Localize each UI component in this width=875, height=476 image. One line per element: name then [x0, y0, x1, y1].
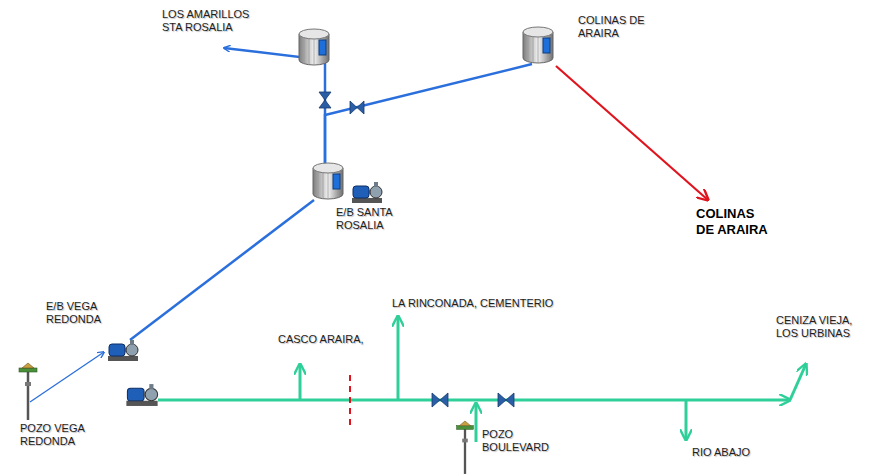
pipe-connector — [325, 64, 532, 164]
node-label: E/B VEGA REDONDA — [46, 300, 120, 326]
place-label: CENIZA VIEJA, LOS URBINAS — [776, 314, 864, 340]
pipe-connector — [556, 66, 708, 200]
node-label: COLINAS DE ARAIRA — [696, 206, 774, 238]
pipe-connector — [224, 48, 325, 164]
node-label: E/B SANTA ROSALIA — [336, 206, 406, 232]
valve-symbol — [319, 92, 514, 407]
pipe-connector — [130, 200, 314, 340]
place-label: RIO ABAJO — [692, 446, 750, 459]
pipe-connector — [30, 352, 104, 402]
pumping-station: E/B VEGA REDONDA — [46, 300, 140, 362]
pump-symbol — [126, 384, 157, 406]
storage-tank: COLINAS DE ARAIRA — [520, 14, 658, 66]
icon — [520, 24, 556, 66]
well-symbol — [457, 421, 474, 474]
distribution-main — [158, 316, 806, 442]
place-label: POZO BOULEVARD — [482, 428, 554, 454]
cut-line — [349, 375, 351, 428]
icon — [14, 362, 94, 420]
well: POZO VEGA REDONDA — [6, 362, 94, 448]
pumping-station: E/B SANTA ROSALIA — [310, 160, 406, 232]
icon — [310, 160, 406, 206]
destination-label: COLINAS DE ARAIRA — [696, 206, 774, 238]
place-label: CASCO ARAIRA, — [278, 333, 364, 346]
destination-label: LOS AMARILLOS STA ROSALIA — [162, 8, 258, 34]
node-label: LOS AMARILLOS STA ROSALIA — [162, 8, 258, 34]
node-label: POZO VEGA REDONDA — [20, 422, 94, 448]
icon — [106, 338, 140, 362]
place-label: LA RINCONADA, CEMENTERIO — [392, 297, 553, 310]
storage-tank — [299, 29, 329, 65]
node-label: COLINAS DE ARAIRA — [578, 14, 658, 40]
